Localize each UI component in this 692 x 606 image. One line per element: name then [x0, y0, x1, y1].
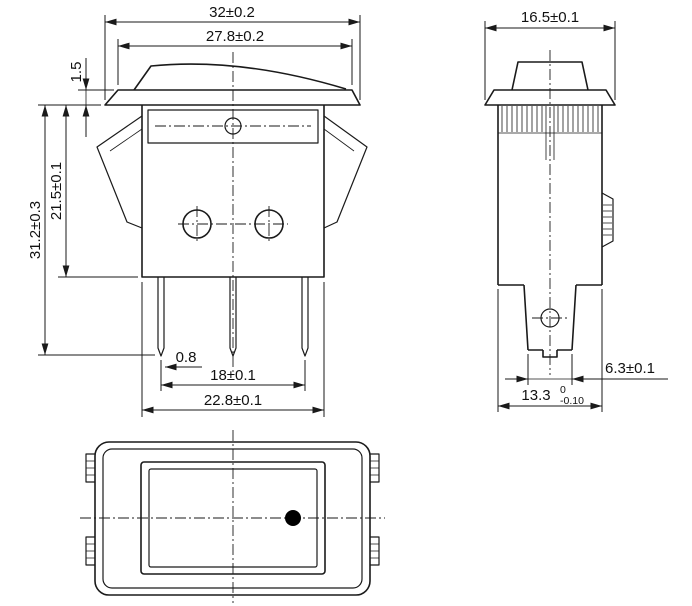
- ext-lines-flange-thickness: [38, 89, 114, 106]
- bottom-view: [80, 430, 385, 603]
- mounting-clip-right-inner: [323, 128, 355, 152]
- side-ribs: [501, 106, 599, 132]
- lug-right-top: [370, 453, 380, 483]
- side-latch-ribs: [603, 204, 612, 236]
- side-body: [497, 105, 603, 285]
- rocker-opening: [140, 461, 326, 575]
- side-rocker: [511, 61, 589, 91]
- dim-front-flange-top-width: 27.8±0.2: [206, 28, 264, 45]
- front-body: [141, 105, 325, 278]
- side-terminal: [498, 284, 602, 358]
- dim-side-terminal-width: 6.3±0.1: [605, 360, 655, 377]
- dim-front-overall-width: 32±0.2: [209, 4, 255, 21]
- dim-front-pin-thickness: 0.8: [176, 349, 197, 366]
- ext-lines-side-width: [484, 21, 616, 100]
- dim-front-body-height: 21.5±0.1: [48, 162, 65, 220]
- pin-center: [229, 277, 237, 357]
- dim-front-pin-spacing: 18±0.1: [210, 367, 256, 384]
- dim-front-body-width: 22.8±0.1: [204, 392, 262, 409]
- dim-side-body-depth-tol-lower: -0.10: [560, 395, 584, 407]
- pin-right: [301, 277, 309, 357]
- mounting-clip-left: [96, 115, 143, 229]
- ext-lines-body-depth: [497, 289, 603, 412]
- side-view: 16.5±0.1 6.3±0.1 13.3 0 -0.10: [484, 9, 668, 412]
- dim-front-total-height: 31.2±0.3: [27, 201, 44, 259]
- front-window: [147, 109, 319, 144]
- rocker-profile: [133, 63, 347, 91]
- lug-left-top: [85, 453, 95, 483]
- dim-front-flange-thickness: 1.5: [68, 62, 85, 83]
- window-pivot-hole: [224, 117, 242, 135]
- dim-side-body-depth-tol-upper: 0: [560, 384, 566, 396]
- bezel-inner: [102, 448, 363, 589]
- ext-lines-overall-width: [104, 15, 361, 100]
- side-latch-clip: [601, 192, 614, 248]
- dim-side-overall-width: 16.5±0.1: [521, 9, 579, 26]
- mounting-clip-left-inner: [109, 128, 143, 152]
- pin-left: [157, 277, 165, 357]
- lug-right-bottom: [370, 536, 380, 566]
- dim-side-body-depth: 13.3: [521, 387, 550, 404]
- front-view: 32±0.2 27.8±0.2 1.5 21.5±0.1 31.2±0.3 0.…: [27, 4, 368, 417]
- side-center-slot: [545, 106, 555, 160]
- rocker-face: [148, 468, 318, 568]
- ext-lines-body-width: [141, 282, 325, 417]
- mounting-clip-right: [323, 115, 368, 229]
- lug-left-bottom: [85, 536, 95, 566]
- side-flange: [484, 89, 616, 106]
- front-flange: [104, 89, 361, 106]
- indicator-dot: [285, 510, 301, 526]
- bezel-outer: [94, 441, 371, 596]
